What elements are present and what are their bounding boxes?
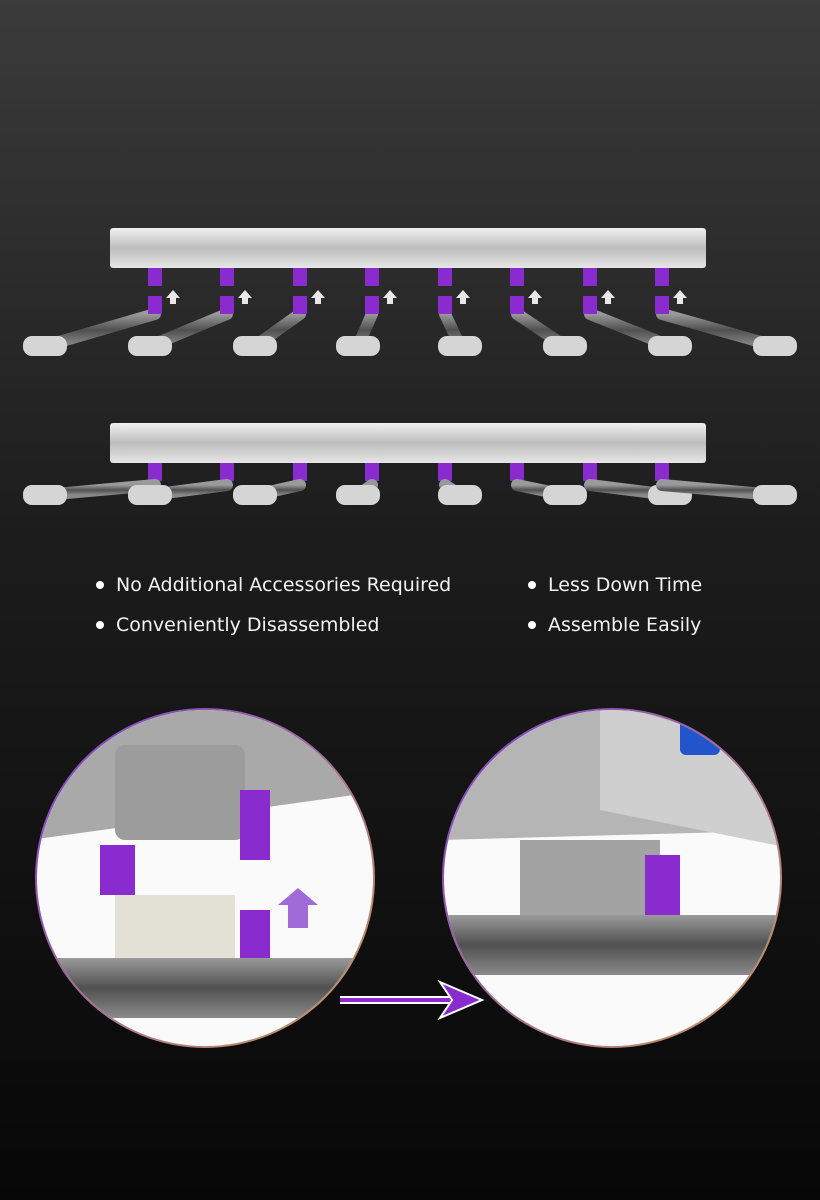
feature-item: Less Down Time [528,574,702,596]
feature-label: Less Down Time [548,574,703,596]
arrow-up-icon [166,290,180,304]
feature-label: Assemble Easily [548,614,702,636]
connector-bottom [293,296,307,314]
feature-label: Conveniently Disassembled [116,614,380,636]
bullet-icon [528,621,536,629]
connector-top [655,463,669,481]
strip-end-cap [233,336,277,356]
connector-bottom [148,296,162,314]
strip-end-cap [128,336,172,356]
arrow-up-icon [528,290,542,304]
bullet-icon [96,581,104,589]
connector-top [365,463,379,481]
connector-top [438,268,452,286]
connector-bottom [583,296,597,314]
connector-bottom [365,296,379,314]
connector-top [220,268,234,286]
arrow-up-icon [673,290,687,304]
arrow-up-icon [601,290,615,304]
strip-end-cap [753,485,797,505]
connector-top [293,463,307,481]
connector-top [583,268,597,286]
arrow-up-icon [311,290,325,304]
connector-bottom [655,296,669,314]
connector-top [583,463,597,481]
arrow-right-icon [340,979,485,1021]
connector-top [510,268,524,286]
detail-circle-before [35,708,375,1048]
feature-item: Conveniently Disassembled [96,614,379,636]
strip-end-cap [128,485,172,505]
arrow-up-icon [383,290,397,304]
strip-end-cap [753,336,797,356]
arrow-up-icon [456,290,470,304]
feature-item: No Additional Accessories Required [96,574,451,596]
connector-top [220,463,234,481]
strip-end-cap [336,336,380,356]
strip-end-cap [233,485,277,505]
bullet-icon [96,621,104,629]
strip-end-cap [23,336,67,356]
connector-bottom [438,296,452,314]
connector-bottom [510,296,524,314]
arrow-up-icon [238,290,252,304]
strip-end-cap [543,485,587,505]
main-bar [110,228,706,268]
feature-label: No Additional Accessories Required [116,574,452,596]
connector-top [510,463,524,481]
strip-end-cap [438,485,482,505]
connector-top [148,463,162,481]
connector-top [438,463,452,481]
strip-end-cap [648,336,692,356]
main-bar [110,423,706,463]
connector-top [148,268,162,286]
strip-end-cap [438,336,482,356]
connector-top [293,268,307,286]
strip-end-cap [336,485,380,505]
connector-top [655,268,669,286]
bullet-icon [528,581,536,589]
connector-bottom [220,296,234,314]
detail-circle-after [442,708,782,1048]
feature-item: Assemble Easily [528,614,701,636]
strip-end-cap [23,485,67,505]
connector-top [365,268,379,286]
strip-end-cap [543,336,587,356]
